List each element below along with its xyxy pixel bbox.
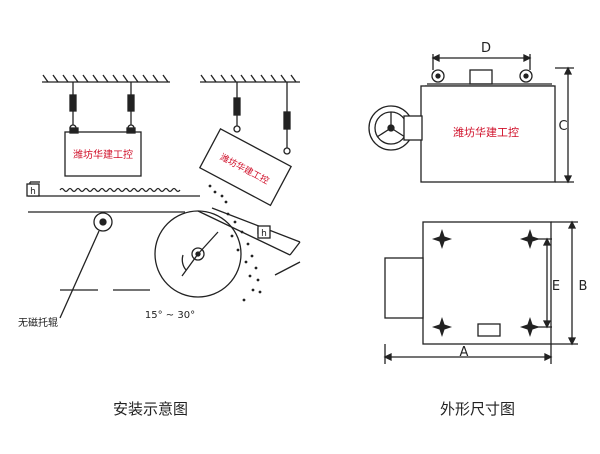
installation-caption: 安装示意图 (113, 400, 189, 418)
magnet-left (64, 127, 142, 177)
conveyor-belt-incline (197, 207, 301, 276)
dim-a-label: A (460, 345, 469, 360)
magnet-label-left: 潍坊华建工控 (73, 148, 133, 161)
ceiling-right (200, 74, 300, 83)
installation-diagram (26, 74, 301, 319)
falling-material (208, 184, 262, 302)
ceiling-left (42, 74, 170, 83)
h-label-right: h (261, 229, 267, 239)
conveyor-belt-left (28, 181, 200, 213)
h-marker-boxes (26, 183, 271, 239)
roller-label: 无磁托辊 (18, 316, 58, 329)
side-view (368, 53, 574, 184)
h-label-left: h (30, 187, 36, 197)
dim-e-label: E (552, 279, 560, 294)
bolt-holes (431, 228, 541, 338)
suspension-springs-left (69, 82, 135, 132)
non-magnetic-idler-roller (59, 212, 113, 319)
angle-label: 15° ~ 30° (145, 310, 195, 321)
dim-b-label: B (579, 279, 588, 294)
dim-d-label: D (481, 41, 491, 56)
magnet-label-dim: 潍坊华建工控 (453, 125, 519, 139)
magnet-right (198, 128, 292, 207)
head-pulley (154, 210, 242, 298)
dim-c-label: C (558, 119, 567, 134)
dimension-caption: 外形尺寸图 (440, 400, 516, 418)
top-view (383, 220, 578, 364)
suspension-springs-right (233, 82, 291, 155)
dimension-diagram (368, 53, 578, 364)
